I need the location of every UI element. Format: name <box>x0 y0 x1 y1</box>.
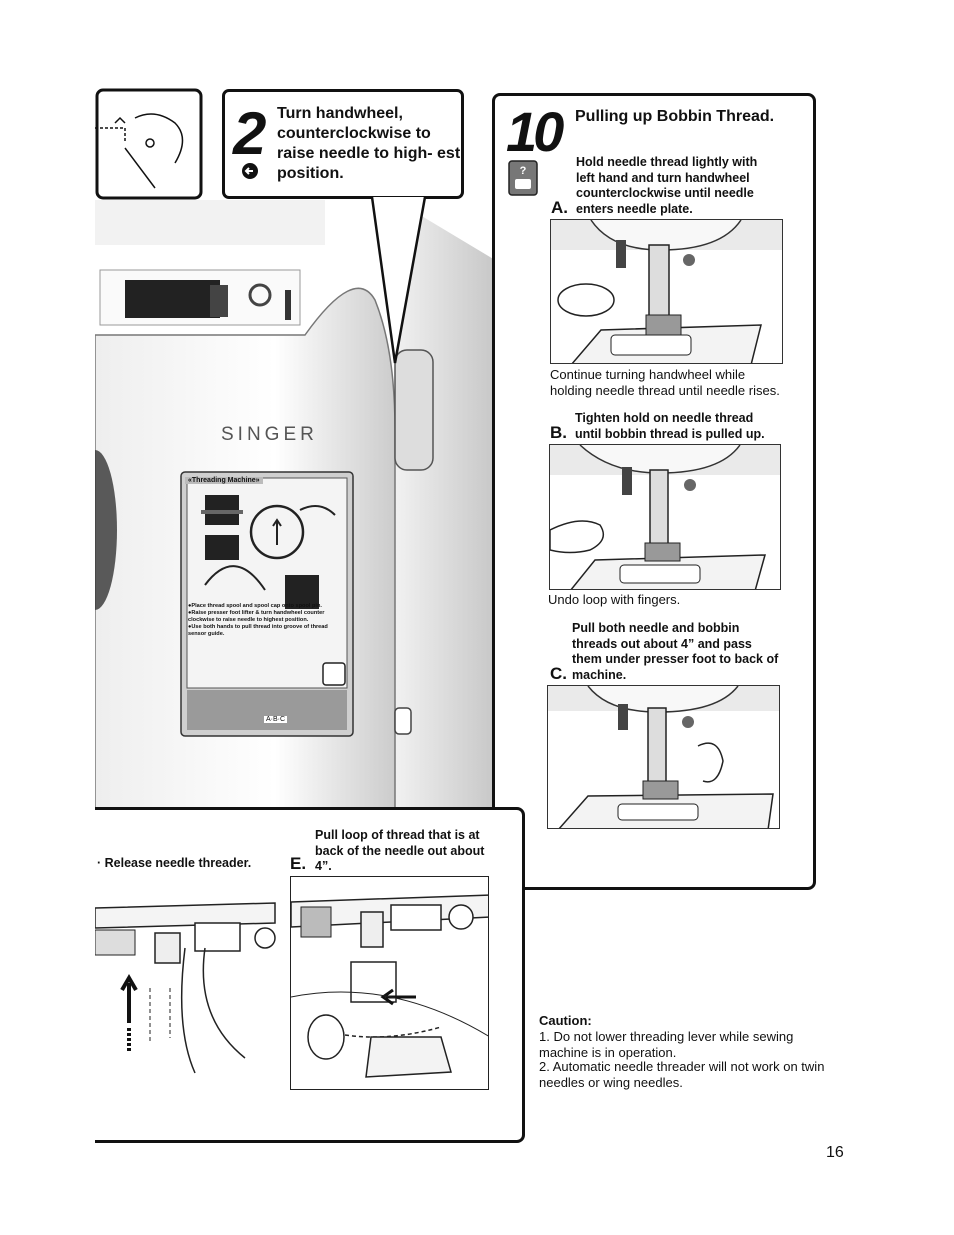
step10-a-note: Continue turning handwheel while holding… <box>550 367 780 398</box>
screen-instruction-3: ●Use both hands to pull thread into groo… <box>188 624 328 637</box>
step10-b-text: Tighten hold on needle thread until bobb… <box>575 411 765 441</box>
caution-item-1: 1. Do not lower threading lever while se… <box>539 1029 794 1060</box>
step10-a-text: Hold needle thread lightly with left han… <box>576 155 758 216</box>
screen-instruction-1: ●Place thread spool and spool cap onto s… <box>188 603 322 609</box>
step10-c-text: Pull both needle and bobbin threads out … <box>572 621 779 682</box>
page-number: 16 <box>826 1144 844 1161</box>
caution-item-2: 2. Automatic needle threader will not wo… <box>539 1059 825 1090</box>
help-key-icon: ? <box>508 160 538 196</box>
threader-illustration <box>95 88 203 200</box>
step10-c-drawing <box>548 686 779 828</box>
step10-b-photo <box>549 444 781 590</box>
screen-instructions: ●Place thread spool and spool cap onto s… <box>188 603 344 638</box>
step-e-photo <box>290 876 489 1090</box>
step10-c-photo <box>547 685 780 829</box>
step-e-text: Pull loop of thread that is at back of t… <box>315 828 485 873</box>
step10-title: Pulling up Bobbin Thread. <box>575 108 775 125</box>
step-d-illustration <box>95 902 276 1074</box>
step10-a-letter: A. <box>551 198 568 217</box>
machine-illustration <box>95 200 495 812</box>
screen-title: «Threading Machine» <box>185 477 263 484</box>
step2-number: 2 <box>233 100 267 167</box>
step10-b-drawing <box>550 445 780 589</box>
step2-text: Turn handwheel, counterclockwise to rais… <box>277 105 461 182</box>
screen-instruction-2: ●Raise presser foot lifter & turn handwh… <box>188 610 325 623</box>
step-e-letter: E. <box>290 854 307 873</box>
step10-a-drawing <box>551 220 782 363</box>
counterclockwise-arrow-icon <box>242 163 258 179</box>
svg-text:?: ? <box>520 165 527 177</box>
step10-b-note: Undo loop with fingers. <box>548 592 681 607</box>
machine-brand: SINGER <box>221 424 318 445</box>
step10-c-letter: C. <box>550 664 567 683</box>
screen-key-label: A·B·C <box>264 716 288 723</box>
step2-pointer <box>370 196 427 364</box>
step-e-drawing <box>291 894 488 1078</box>
step-d-text: · Release needle threader. <box>97 856 252 870</box>
step10-number: 10 <box>506 100 564 163</box>
step10-a-photo <box>550 219 783 364</box>
caution-title: Caution: <box>539 1013 592 1028</box>
step10-b-letter: B. <box>550 423 567 442</box>
step2-callout: 2 Turn handwheel, counterclockwise to ra… <box>222 89 464 199</box>
up-arrow-icon <box>120 974 138 1053</box>
